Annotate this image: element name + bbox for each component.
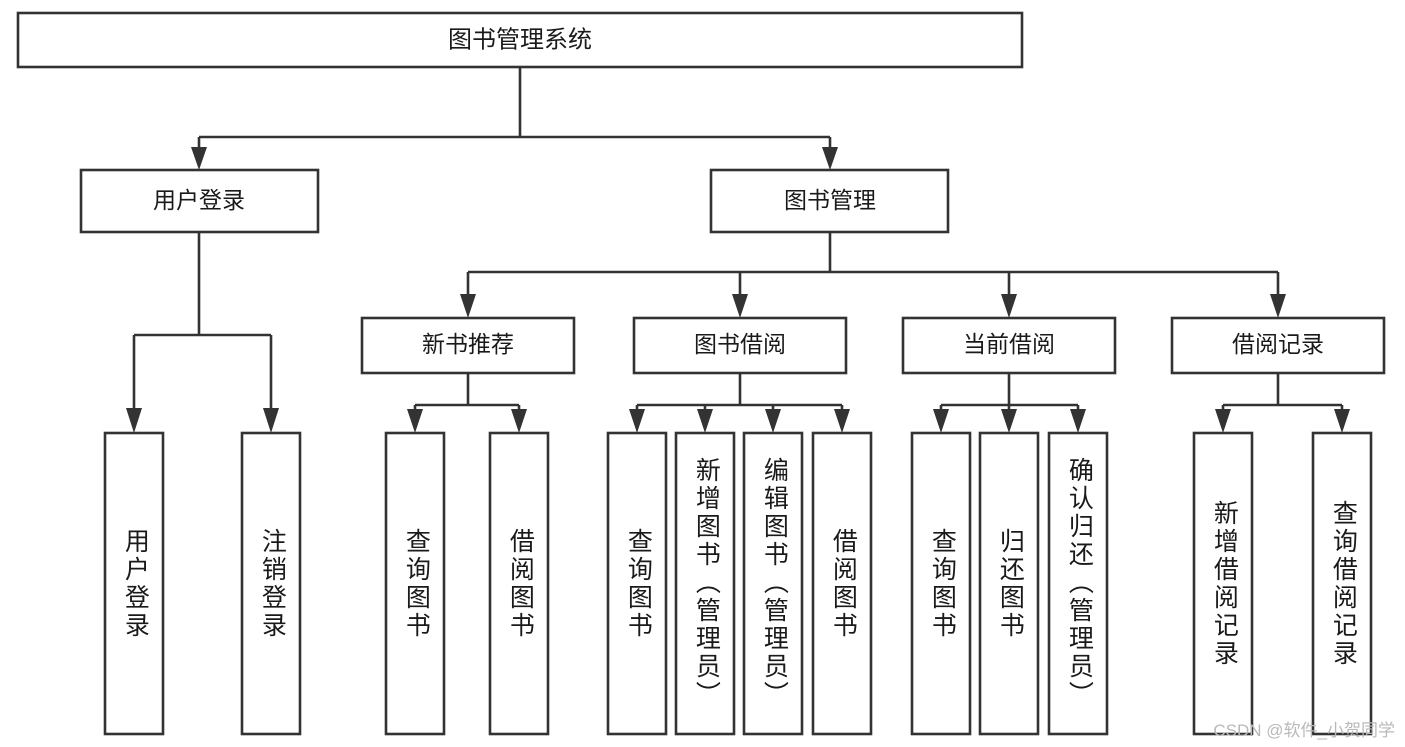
leaf-box[interactable] [742, 431, 804, 736]
connector-book-manage-to-level3 [460, 232, 1286, 318]
leaf-node[interactable]: 查询图书 [606, 431, 668, 736]
connector-root-to-level2 [191, 67, 838, 170]
arrow-head-icon [1270, 294, 1286, 318]
leaf-box[interactable] [1311, 431, 1373, 736]
leaf-node[interactable]: 查询借阅记录 [1311, 431, 1373, 736]
leaf-box[interactable] [103, 431, 165, 736]
leaf-label: 借阅图书 [506, 528, 535, 640]
arrow-head-icon [1215, 409, 1231, 433]
arrow-head-icon [629, 409, 645, 433]
leaf-node[interactable]: 注销登录 [240, 431, 302, 736]
leaf-node[interactable]: 用户登录 [103, 431, 165, 736]
new-book-recommend-label: 新书推荐 [422, 331, 514, 357]
user-login-box[interactable] [79, 168, 320, 234]
node-user-login[interactable]: 用户登录 [79, 168, 320, 234]
node-borrow-record[interactable]: 借阅记录 [1170, 316, 1386, 375]
leaf-label: 查询图书 [624, 528, 653, 640]
leaf-node[interactable]: 借阅图书 [811, 431, 873, 736]
leaf-label: 注销登录 [258, 528, 287, 640]
leaf-box[interactable] [1047, 431, 1109, 736]
node-book-manage[interactable]: 图书管理 [709, 168, 950, 234]
arrow-head-icon [933, 409, 949, 433]
leaf-node[interactable]: 归还图书 [978, 431, 1040, 736]
arrow-head-icon [822, 147, 838, 170]
arrow-head-icon [407, 409, 423, 433]
current-borrow-label: 当前借阅 [963, 331, 1055, 357]
leaf-label: 新增图书（管理员） [692, 457, 721, 709]
arrow-head-icon [191, 147, 207, 170]
book-borrow-label: 图书借阅 [694, 331, 786, 357]
leaf-label: 查询图书 [402, 528, 431, 640]
connector-user-login-to-leaves [126, 232, 279, 433]
borrow-record-label: 借阅记录 [1232, 331, 1324, 357]
leaf-node[interactable]: 借阅图书 [488, 431, 550, 736]
leaf-box[interactable] [384, 431, 446, 736]
leaf-box[interactable] [811, 431, 873, 736]
leaf-node[interactable]: 查询图书 [384, 431, 446, 736]
arrow-head-icon [1334, 409, 1350, 433]
leaf-label: 查询借阅记录 [1329, 500, 1358, 668]
root-label: 图书管理系统 [448, 26, 592, 53]
leaf-label: 新增借阅记录 [1210, 500, 1239, 668]
leaf-label: 用户登录 [121, 528, 150, 640]
node-current-borrow[interactable]: 当前借阅 [901, 316, 1117, 375]
user-login-label: 用户登录 [153, 187, 245, 213]
leaf-node[interactable]: 新增借阅记录 [1192, 431, 1254, 736]
leaf-box[interactable] [606, 431, 668, 736]
node-root[interactable]: 图书管理系统 [16, 11, 1024, 69]
new-book-recommend-box[interactable] [360, 316, 576, 375]
connector-borrow-record-to-leaves [1215, 373, 1350, 433]
leaf-node[interactable]: 查询图书 [910, 431, 972, 736]
leaf-label: 编辑图书（管理员） [760, 457, 789, 709]
arrow-head-icon [697, 409, 713, 433]
node-book-borrow[interactable]: 图书借阅 [632, 316, 848, 375]
connector-current-borrow-to-leaves [933, 373, 1086, 433]
leaf-label: 归还图书 [996, 528, 1025, 640]
arrow-head-icon [732, 294, 748, 318]
leaf-box[interactable] [488, 431, 550, 736]
arrow-head-icon [511, 409, 527, 433]
leaf-box[interactable] [1192, 431, 1254, 736]
node-new-book-recommend[interactable]: 新书推荐 [360, 316, 576, 375]
connector-new-book-recommend-to-leaves [407, 373, 527, 433]
arrow-head-icon [765, 409, 781, 433]
arrow-head-icon [1001, 294, 1017, 318]
csdn-watermark: CSDN @软件_小贺同学 [1213, 721, 1395, 740]
book-manage-label: 图书管理 [784, 187, 876, 213]
leaf-label: 确认归还（管理员） [1065, 457, 1094, 709]
leaf-label: 借阅图书 [829, 528, 858, 640]
leaf-node[interactable]: 编辑图书（管理员） [742, 431, 804, 736]
arrow-head-icon [1001, 409, 1017, 433]
leaf-box[interactable] [978, 431, 1040, 736]
arrow-head-icon [834, 409, 850, 433]
root-box[interactable] [16, 11, 1024, 69]
leaf-box[interactable] [240, 431, 302, 736]
leaf-label: 查询图书 [928, 528, 957, 640]
arrow-head-icon [263, 408, 279, 433]
leaf-box[interactable] [674, 431, 736, 736]
connector-book-borrow-to-leaves [629, 373, 850, 433]
leaf-node[interactable]: 确认归还（管理员） [1047, 431, 1109, 736]
arrow-head-icon [1070, 409, 1086, 433]
arrow-head-icon [126, 408, 142, 433]
leaf-node[interactable]: 新增图书（管理员） [674, 431, 736, 736]
current-borrow-box[interactable] [901, 316, 1117, 375]
leaf-box[interactable] [910, 431, 972, 736]
arrow-head-icon [460, 294, 476, 318]
